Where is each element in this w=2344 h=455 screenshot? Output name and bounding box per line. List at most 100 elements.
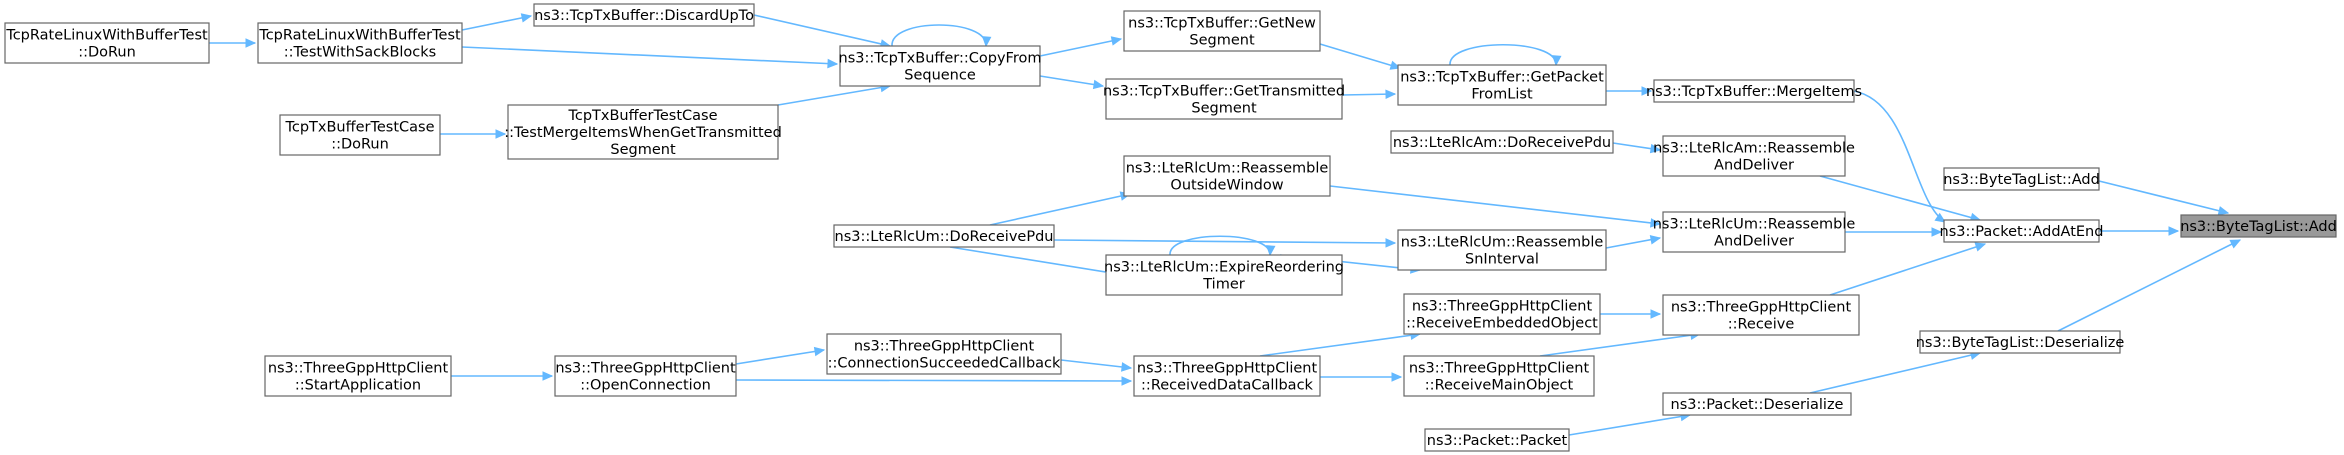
edge-n_testsack-to-n_discard [461, 13, 533, 31]
node-recvdata[interactable]: ns3::ThreeGppHttpClient::ReceivedDataCal… [1133, 355, 1321, 397]
node-box [533, 3, 755, 27]
arrowhead-icon [1385, 89, 1397, 99]
edge-line [753, 14, 891, 47]
node-rlcum-dorecv[interactable]: ns3::LteRlcUm::DoReceivePdu [833, 224, 1055, 248]
arrowhead-icon [1092, 79, 1105, 90]
arrowhead-icon [827, 58, 839, 69]
node-label-line: ns3::LteRlcUm::DoReceivePdu [835, 229, 1054, 245]
node-connsucc[interactable]: ns3::ThreeGppHttpClient::ConnectionSucce… [826, 333, 1062, 375]
node-label-line: ns3::LteRlcAm::Reassemble [1653, 141, 1855, 157]
arrowhead-icon [1641, 86, 1653, 96]
edge-n_rlcam_dorecv-to-n_rlcam_reasm [1612, 142, 1662, 154]
node-btl-add[interactable]: ns3::ByteTagList::Add [1943, 167, 2100, 191]
node-discard[interactable]: ns3::TcpTxBuffer::DiscardUpTo [533, 3, 755, 27]
edge-line [1329, 185, 1661, 225]
node-txtest-dorun[interactable]: TcpTxBufferTestCase::DoRun [279, 114, 441, 156]
node-label-line: ns3::ThreeGppHttpClient [854, 339, 1035, 355]
node-box [279, 114, 441, 156]
edge-line [1829, 243, 1986, 296]
edge-line [1449, 44, 1557, 66]
node-box [1397, 64, 1607, 106]
arrowhead-icon [1649, 235, 1662, 245]
node-testmerge[interactable]: TcpTxBufferTestCase::TestMergeItemsWhenG… [504, 104, 782, 160]
node-label-line: ns3::Packet::Deserialize [1671, 397, 1844, 413]
node-box [1397, 229, 1607, 271]
arrowhead-icon [1931, 227, 1943, 237]
node-label-line: ::ReceivedDataCallback [1141, 378, 1313, 394]
edge-line [891, 24, 987, 47]
edge-n_http_receive-to-n_pkt_addatend [1829, 242, 1987, 296]
node-label-line: ::ReceiveEmbeddedObject [1406, 316, 1598, 332]
edge-n_connsucc-to-n_recvdata [1060, 359, 1133, 372]
node-startapp[interactable]: ns3::ThreeGppHttpClient::StartApplicatio… [264, 355, 452, 397]
edge-line [1053, 239, 1396, 244]
node-rlcam-dorecv[interactable]: ns3::LteRlcAm::DoReceivePdu [1390, 130, 1614, 154]
edge-line [1853, 90, 1946, 223]
edge-line [2098, 180, 2229, 214]
node-pkt-deser[interactable]: ns3::Packet::Deserialize [1662, 392, 1852, 416]
node-label-line: ::TestWithSackBlocks [284, 45, 436, 61]
node-box [826, 333, 1062, 375]
node-label-line: ns3::LteRlcUm::Reassemble [1653, 217, 1856, 233]
node-label-line: TcpRateLinuxWithBufferTest [258, 28, 461, 44]
node-label-line: ns3::TcpTxBuffer::MergeItems [1646, 84, 1862, 100]
node-box [1662, 294, 1860, 336]
node-target[interactable]: ns3::ByteTagList::Add [2180, 214, 2337, 238]
node-label-line: TcpRateLinuxWithBufferTest [5, 28, 208, 44]
edge-line [989, 193, 1131, 226]
node-label-line: ::ConnectionSucceededCallback [828, 356, 1061, 372]
edge-n_startapp-to-n_openconn [451, 371, 554, 381]
arrowhead-icon [1385, 238, 1397, 248]
node-btl-deser[interactable]: ns3::ByteTagList::Deserialize [1916, 330, 2125, 354]
node-box [2180, 214, 2337, 238]
nodes-layer: ns3::ByteTagList::Addns3::ByteTagList::A… [4, 3, 2337, 452]
node-label-line: ns3::LteRlcUm::ExpireReordering [1104, 260, 1344, 276]
edge-line [1259, 333, 1421, 357]
node-merge[interactable]: ns3::TcpTxBuffer::MergeItems [1646, 79, 1862, 103]
edge-line [1539, 333, 1701, 357]
edge-n_rlcum_dorecv-to-n_reasm_sn [1053, 238, 1397, 248]
arrowhead-icon [1650, 309, 1662, 319]
node-box [264, 355, 452, 397]
edge-n_openconn-to-n_recvdata [735, 376, 1133, 386]
node-label-line: ns3::TcpTxBuffer::CopyFrom [839, 51, 1042, 67]
node-http-receive[interactable]: ns3::ThreeGppHttpClient::Receive [1662, 294, 1860, 336]
node-box [554, 355, 737, 397]
edge-line [1169, 235, 1271, 256]
node-recv-main[interactable]: ns3::ThreeGppHttpClient::ReceiveMainObje… [1403, 355, 1595, 397]
edge-line [2057, 239, 2241, 332]
node-label-line: ns3::ByteTagList::Deserialize [1916, 335, 2125, 351]
edge-n_getpacket-to-n_getpacket [1449, 44, 1562, 67]
node-pkt-addatend[interactable]: ns3::Packet::AddAtEnd [1940, 219, 2104, 243]
edge-n_txtest_dorun-to-n_testmerge [440, 129, 507, 139]
node-label-line: Timer [1202, 277, 1244, 293]
node-testsack[interactable]: TcpRateLinuxWithBufferTest::TestWithSack… [257, 22, 463, 64]
node-box [1123, 10, 1321, 52]
node-label-line: ns3::TcpTxBuffer::GetNew [1128, 16, 1316, 32]
edge-n_merge-to-n_pkt_addatend [1853, 90, 1947, 223]
node-label-line: AndDeliver [1714, 234, 1794, 250]
node-ratelinux-dorun[interactable]: TcpRateLinuxWithBufferTest::DoRun [4, 22, 210, 64]
node-label-line: Segment [1189, 33, 1255, 49]
node-label-line: ns3::LteRlcUm::Reassemble [1126, 161, 1329, 177]
node-box [1403, 355, 1595, 397]
arrowhead-icon [2217, 206, 2230, 216]
edge-n_reasm_outside-to-n_rlcum_reasm [1329, 185, 1662, 228]
node-box [1403, 293, 1601, 335]
node-label-line: Segment [610, 142, 676, 158]
node-openconn[interactable]: ns3::ThreeGppHttpClient::OpenConnection [554, 355, 737, 397]
node-box [839, 45, 1041, 87]
node-pkt-pkt[interactable]: ns3::Packet::Packet [1424, 428, 1570, 452]
node-recv-embedded[interactable]: ns3::ThreeGppHttpClient::ReceiveEmbedded… [1403, 293, 1601, 335]
arrowhead-icon [520, 13, 533, 23]
